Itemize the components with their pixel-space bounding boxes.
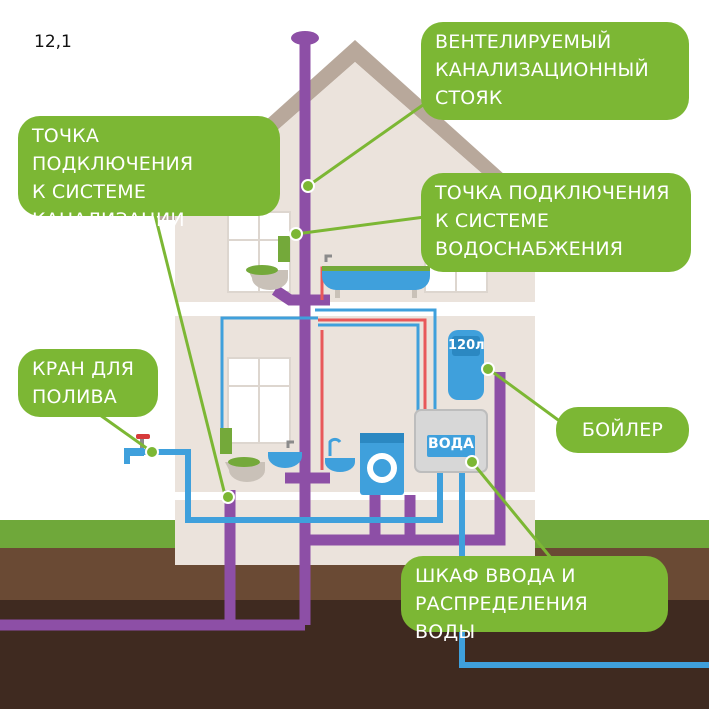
washbasin bbox=[268, 440, 302, 468]
connector-dots bbox=[145, 179, 495, 504]
upper-toilet-drain bbox=[271, 285, 305, 306]
garden-tap bbox=[124, 434, 150, 464]
ground-floor-slab bbox=[175, 492, 535, 500]
page-number: 12,1 bbox=[34, 32, 72, 52]
boiler-volume-label: 120л bbox=[448, 338, 485, 353]
callout-vent-stack: ВЕНТЕЛИРУЕМЫЙ КАНАЛИЗАЦИОННЫЙ СТОЯК bbox=[421, 22, 689, 120]
vent-cap bbox=[291, 31, 319, 45]
boiler bbox=[448, 330, 484, 400]
callout-sewer-connection: ТОЧКА ПОДКЛЮЧЕНИЯ К СИСТЕМЕ КАНАЛИЗАЦИИ bbox=[18, 116, 280, 231]
washing-machine bbox=[360, 433, 404, 495]
kitchen-sink bbox=[325, 437, 355, 472]
lower-toilet bbox=[220, 428, 265, 482]
callout-connectors bbox=[99, 98, 567, 576]
bathtub bbox=[322, 254, 430, 298]
cold-water-pipes bbox=[220, 308, 437, 430]
cabinet-sign: ВОДА bbox=[428, 436, 474, 452]
callout-garden-tap: КРАН ДЛЯ ПОЛИВА bbox=[18, 349, 158, 417]
callout-water-connection: ТОЧКА ПОДКЛЮЧЕНИЯ К СИСТЕМЕ ВОДОСНАБЖЕНИ… bbox=[421, 173, 691, 272]
callout-boiler: БОЙЛЕР bbox=[556, 407, 689, 453]
upper-toilet bbox=[246, 236, 290, 290]
window-ground-left bbox=[227, 357, 291, 444]
sewer-pipes bbox=[0, 40, 506, 631]
callout-water-cabinet: ШКАФ ВВОДА И РАСПРЕДЕЛЕНИЯ ВОДЫ bbox=[401, 556, 668, 643]
main-water-line bbox=[130, 449, 709, 668]
